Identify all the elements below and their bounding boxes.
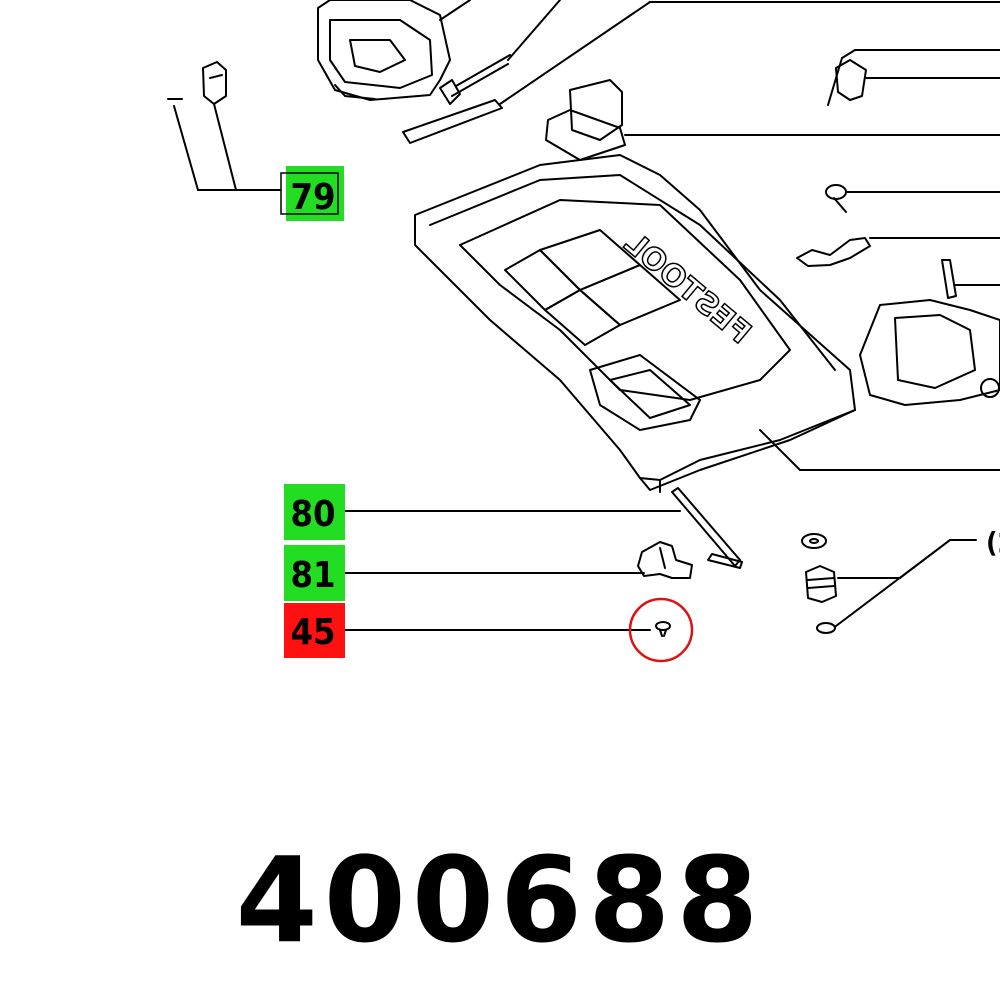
highlight-circle	[628, 597, 694, 663]
callout-45[interactable]: 45	[284, 603, 345, 658]
base-plate	[414, 154, 1000, 493]
part-45-screw	[655, 621, 671, 637]
callout-80[interactable]: 80	[284, 484, 345, 540]
right-housing-part	[859, 299, 1000, 406]
callout-81[interactable]: 81	[284, 545, 345, 601]
right-screw-part	[796, 184, 1000, 299]
part-80-hex-key	[671, 487, 743, 569]
knob-block-part	[545, 79, 1000, 161]
upper-housing-part	[317, 0, 471, 101]
flat-strip-part	[402, 1, 1000, 144]
callout-79[interactable]: 79	[280, 166, 344, 221]
part-81-clamp	[637, 541, 693, 579]
brand-mark: FESTOOL	[618, 226, 758, 351]
pin-part	[439, 0, 561, 105]
callout-label-79: 79	[290, 177, 335, 218]
part-79-assembly	[167, 61, 281, 191]
top-right-fitting	[827, 49, 1000, 106]
part-number: 400688	[235, 831, 765, 969]
group-quantity-label: (2	[986, 526, 1000, 559]
washer-nut-group	[801, 533, 977, 634]
callout-label-81: 81	[290, 555, 335, 596]
callout-label-80: 80	[290, 494, 335, 535]
callout-label-45: 45	[290, 612, 335, 653]
